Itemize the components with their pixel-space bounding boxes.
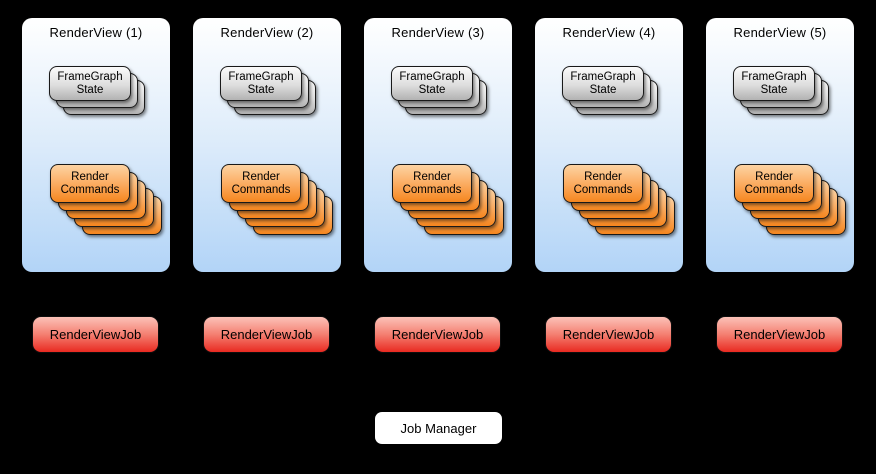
renderview-panel-4: RenderView (4) FrameGraph State Render C…: [535, 18, 683, 272]
renderviewjob-node-2: RenderViewJob: [203, 316, 330, 353]
framegraph-state-label: FrameGraph State: [734, 67, 814, 100]
card-label-line2: Commands: [402, 183, 462, 196]
renderviewjob-node-1: RenderViewJob: [32, 316, 159, 353]
card-label-line1: FrameGraph: [570, 70, 636, 83]
framegraph-state-label: FrameGraph State: [392, 67, 472, 100]
card-label-line1: FrameGraph: [399, 70, 465, 83]
render-commands-label: Render Commands: [735, 165, 813, 202]
framegraph-state-stack: FrameGraph State: [562, 66, 674, 132]
render-commands-stack: Render Commands: [221, 164, 337, 238]
card-label-line1: Render: [242, 170, 280, 183]
renderview-title: RenderView (2): [220, 25, 314, 40]
renderview-panel-2: RenderView (2) FrameGraph State Render C…: [193, 18, 341, 272]
framegraph-state-label: FrameGraph State: [563, 67, 643, 100]
framegraph-state-card-front: FrameGraph State: [49, 66, 131, 101]
renderview-panel-3: RenderView (3) FrameGraph State Render C…: [364, 18, 512, 272]
framegraph-state-card-front: FrameGraph State: [733, 66, 815, 101]
render-commands-label: Render Commands: [393, 165, 471, 202]
framegraph-state-stack: FrameGraph State: [391, 66, 503, 132]
render-commands-card-front: Render Commands: [563, 164, 643, 203]
render-commands-card-front: Render Commands: [50, 164, 130, 203]
renderviewjob-node-3: RenderViewJob: [374, 316, 501, 353]
card-label-line2: State: [247, 83, 275, 96]
renderview-title: RenderView (4): [562, 25, 656, 40]
framegraph-state-stack: FrameGraph State: [49, 66, 161, 132]
job-manager-label: Job Manager: [400, 420, 477, 436]
card-label-line2: Commands: [744, 183, 804, 196]
render-commands-card-front: Render Commands: [392, 164, 472, 203]
card-label-line2: Commands: [573, 183, 633, 196]
framegraph-state-label: FrameGraph State: [221, 67, 301, 100]
renderview-panel-1: RenderView (1) FrameGraph State Render C…: [22, 18, 170, 272]
framegraph-state-card-front: FrameGraph State: [391, 66, 473, 101]
framegraph-state-stack: FrameGraph State: [733, 66, 845, 132]
render-commands-stack: Render Commands: [392, 164, 508, 238]
renderviewjob-label: RenderViewJob: [391, 327, 484, 342]
render-commands-card-front: Render Commands: [221, 164, 301, 203]
renderview-title: RenderView (3): [391, 25, 485, 40]
render-commands-stack: Render Commands: [50, 164, 166, 238]
card-label-line2: State: [760, 83, 788, 96]
card-label-line1: FrameGraph: [741, 70, 807, 83]
renderviewjob-label: RenderViewJob: [49, 327, 142, 342]
card-label-line1: FrameGraph: [57, 70, 123, 83]
card-label-line2: State: [76, 83, 104, 96]
render-commands-label: Render Commands: [51, 165, 129, 202]
job-manager-node: Job Manager: [375, 412, 502, 444]
render-commands-stack: Render Commands: [734, 164, 850, 238]
card-label-line2: State: [589, 83, 617, 96]
card-label-line2: State: [418, 83, 446, 96]
card-label-line1: Render: [413, 170, 451, 183]
framegraph-state-card-front: FrameGraph State: [220, 66, 302, 101]
render-commands-card-front: Render Commands: [734, 164, 814, 203]
renderviewjob-label: RenderViewJob: [220, 327, 313, 342]
render-commands-stack: Render Commands: [563, 164, 679, 238]
render-commands-label: Render Commands: [222, 165, 300, 202]
render-commands-label: Render Commands: [564, 165, 642, 202]
card-label-line2: Commands: [60, 183, 120, 196]
renderviewjob-label: RenderViewJob: [562, 327, 655, 342]
renderview-panel-5: RenderView (5) FrameGraph State Render C…: [706, 18, 854, 272]
renderview-title: RenderView (5): [733, 25, 827, 40]
renderviewjob-node-4: RenderViewJob: [545, 316, 672, 353]
card-label-line1: FrameGraph: [228, 70, 294, 83]
card-label-line1: Render: [584, 170, 622, 183]
renderviewjob-node-5: RenderViewJob: [716, 316, 843, 353]
renderview-title: RenderView (1): [49, 25, 143, 40]
card-label-line2: Commands: [231, 183, 291, 196]
card-label-line1: Render: [755, 170, 793, 183]
renderviewjob-label: RenderViewJob: [733, 327, 826, 342]
framegraph-state-label: FrameGraph State: [50, 67, 130, 100]
framegraph-state-card-front: FrameGraph State: [562, 66, 644, 101]
card-label-line1: Render: [71, 170, 109, 183]
framegraph-state-stack: FrameGraph State: [220, 66, 332, 132]
